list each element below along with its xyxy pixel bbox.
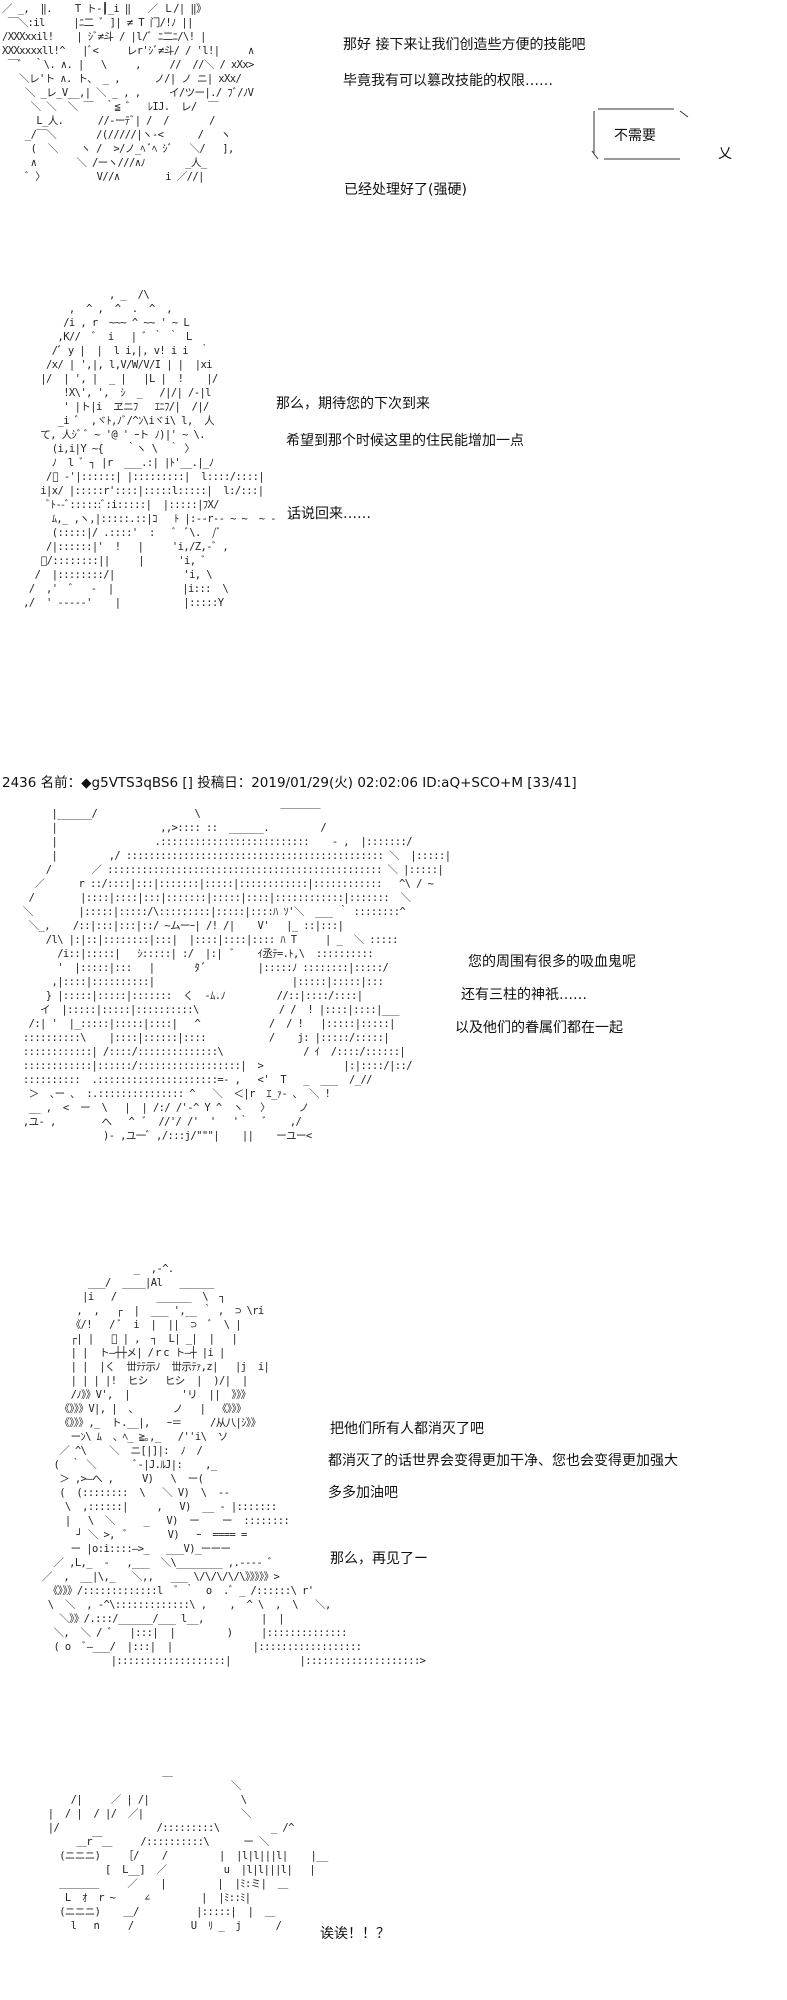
post-header: 2436 名前：◆g5VTS3qBS6 [] 投稿日：2019/01/29(火)… <box>2 775 577 791</box>
ascii-art-3: |______/ \ ￣￣￣￣ | ,,>:::: :: ______. / |… <box>22 808 451 1142</box>
dialogue-line: 以及他们的眷属们都在一起 <box>455 1020 623 1036</box>
dialogue-line: 诶诶！！？ <box>320 1926 390 1942</box>
dialogue-line: 还有三柱的神祇…… <box>461 987 587 1003</box>
dialogue-line: 把他们所有人都消灭了吧 <box>330 1421 484 1437</box>
ascii-art-5: ＿ ＼ /| ／ | /| \ | / | / |/ ／| ＼ |/ /::::… <box>47 1766 329 1932</box>
speech-bubble: 不需要 乂 <box>584 103 734 163</box>
panel-2: , _ /\ , ^ , ^ . ^ , /i , r ~~~ ^ ~~ ' ~… <box>0 280 787 710</box>
dialogue-line: 那好 接下来让我们创造些方便的技能吧 <box>343 37 586 53</box>
bubble-side-mark: 乂 <box>718 146 732 162</box>
panel-5: ＿ ＼ /| ／ | /| \ | / | / |/ ／| ＼ |/ /::::… <box>0 1765 787 2000</box>
panel-3: |______/ \ ￣￣￣￣ | ,,>:::: :: ______. / |… <box>0 805 787 1225</box>
dialogue-line: 话说回来…… <box>287 506 371 522</box>
dialogue-line: 您的周围有很多的吸血鬼呢 <box>468 954 636 970</box>
dialogue-line: 已经处理好了(强硬) <box>344 182 467 198</box>
dialogue-line: 多多加油吧 <box>328 1485 398 1501</box>
panel-4: _ ,-^. ___/ ____|Al ______ |i / ______ \… <box>0 1260 787 1700</box>
dialogue-line: 那么，期待您的下次到来 <box>276 396 430 412</box>
panel-1: ／ _, ‖. T ト-┃_i ‖ ／ Ｌ/| ‖》 ￣＼:il |ﾆ二 ﾞ ]… <box>0 0 787 240</box>
dialogue-line: 希望到那个时候这里的住民能增加一点 <box>286 433 524 449</box>
ascii-art-2: , _ /\ , ^ , ^ . ^ , /i , r ~~~ ^ ~~ ' ~… <box>23 289 294 609</box>
dialogue-line: 那么，再见了ー <box>330 1551 428 1567</box>
dialogue-line: 毕竟我有可以篡改技能的权限…… <box>343 73 553 89</box>
ascii-art-1: ／ _, ‖. T ト-┃_i ‖ ／ Ｌ/| ‖》 ￣＼:il |ﾆ二 ﾞ ]… <box>2 3 254 183</box>
dialogue-line: 都消灭了的话世界会变得更加干净、您也会变得更加强大 <box>328 1453 678 1469</box>
bubble-text: 不需要 <box>614 128 656 144</box>
ascii-art-4: _ ,-^. ___/ ____|Al ______ |i / ______ \… <box>42 1263 426 1667</box>
